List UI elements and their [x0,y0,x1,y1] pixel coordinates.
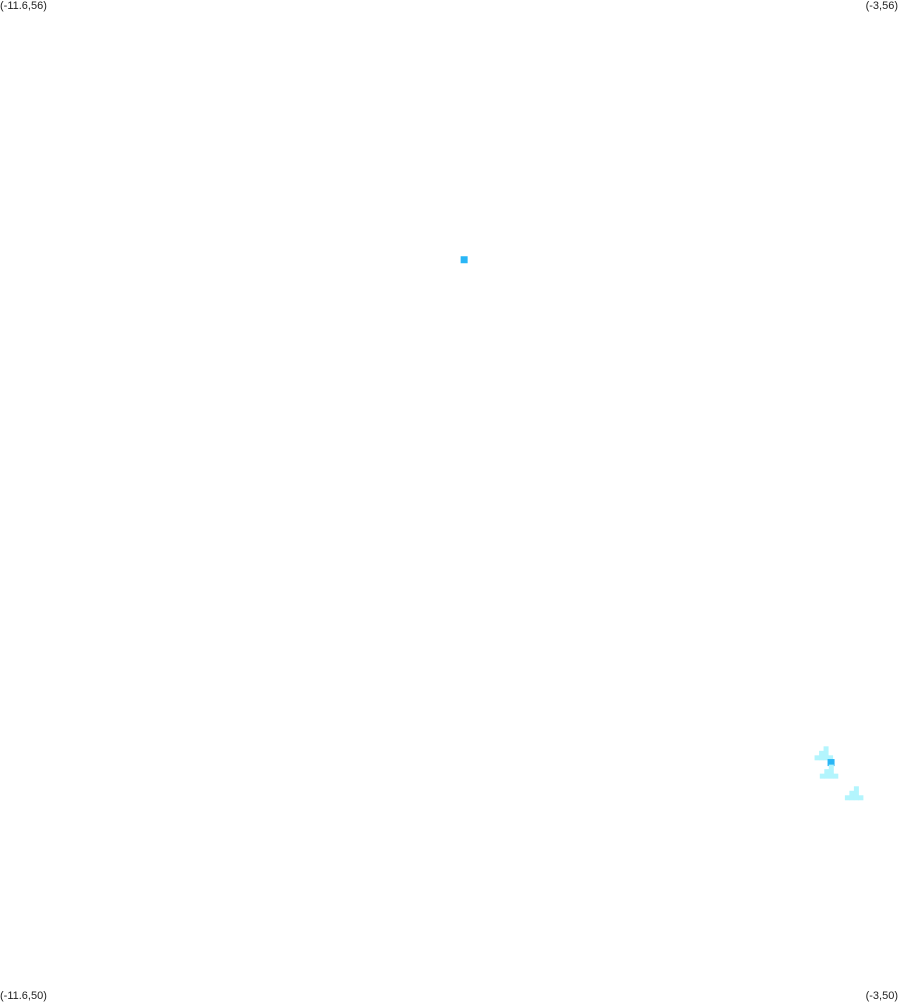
map-point-2[interactable] [827,759,835,767]
map-point-0[interactable] [460,256,468,264]
corner-label-bottom-left: (-11.6,50) [0,990,47,1002]
map-area-1[interactable] [814,746,834,761]
corner-label-top-left: (-11.6,56) [0,0,47,12]
corner-label-top-right: (-3,56) [865,0,898,12]
map-area-4[interactable] [844,786,864,801]
corner-label-bottom-right: (-3,50) [865,990,898,1002]
map-area-3[interactable] [819,764,839,779]
